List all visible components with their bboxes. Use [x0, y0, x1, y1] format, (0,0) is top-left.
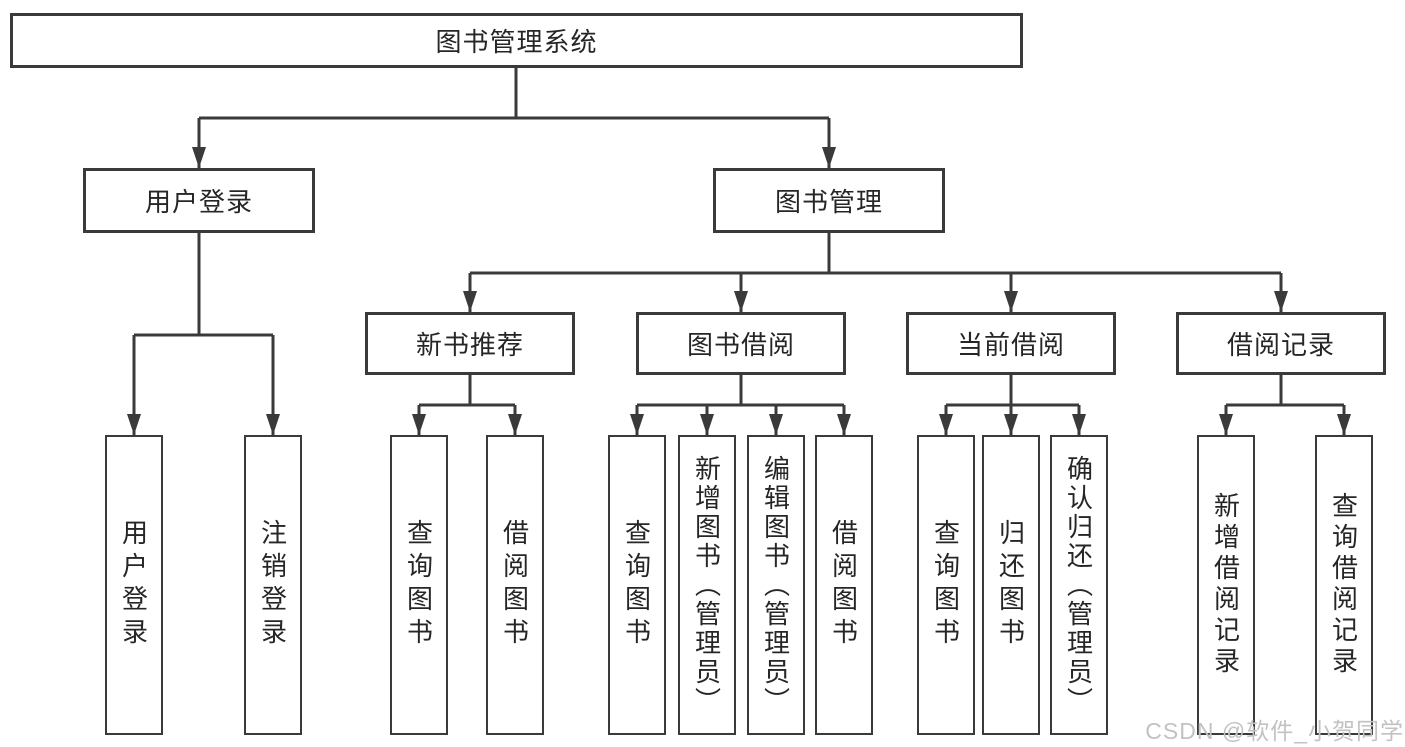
leaf-query-borrow-record: 查询借阅记录 — [1315, 435, 1373, 735]
leaf-user-login: 用户登录 — [105, 435, 163, 735]
leaf-logout: 注销登录 — [244, 435, 302, 735]
leaf-add-book-admin: 新增图书（管理员） — [678, 435, 736, 735]
node-root: 图书管理系统 — [10, 13, 1023, 68]
node-borrowing-records: 借阅记录 — [1176, 312, 1386, 375]
leaf-query-books-recommend: 查询图书 — [390, 435, 448, 735]
node-book-management: 图书管理 — [713, 168, 945, 233]
node-new-book-recommend: 新书推荐 — [365, 312, 575, 375]
node-book-borrowing: 图书借阅 — [636, 312, 846, 375]
leaf-borrow-books: 借阅图书 — [815, 435, 873, 735]
arrowheads — [127, 147, 1351, 435]
leaf-return-books: 归还图书 — [982, 435, 1040, 735]
leaf-query-books-current: 查询图书 — [917, 435, 975, 735]
leaf-borrow-books-recommend: 借阅图书 — [486, 435, 544, 735]
leaf-add-borrow-record: 新增借阅记录 — [1197, 435, 1255, 735]
node-user-login: 用户登录 — [83, 168, 315, 233]
leaf-confirm-return-admin: 确认归还（管理员） — [1050, 435, 1108, 735]
watermark-text: CSDN @软件_小贺同学 — [1145, 718, 1404, 744]
node-current-borrowing: 当前借阅 — [906, 312, 1116, 375]
leaf-query-books-borrowing: 查询图书 — [608, 435, 666, 735]
leaf-edit-book-admin: 编辑图书（管理员） — [747, 435, 805, 735]
